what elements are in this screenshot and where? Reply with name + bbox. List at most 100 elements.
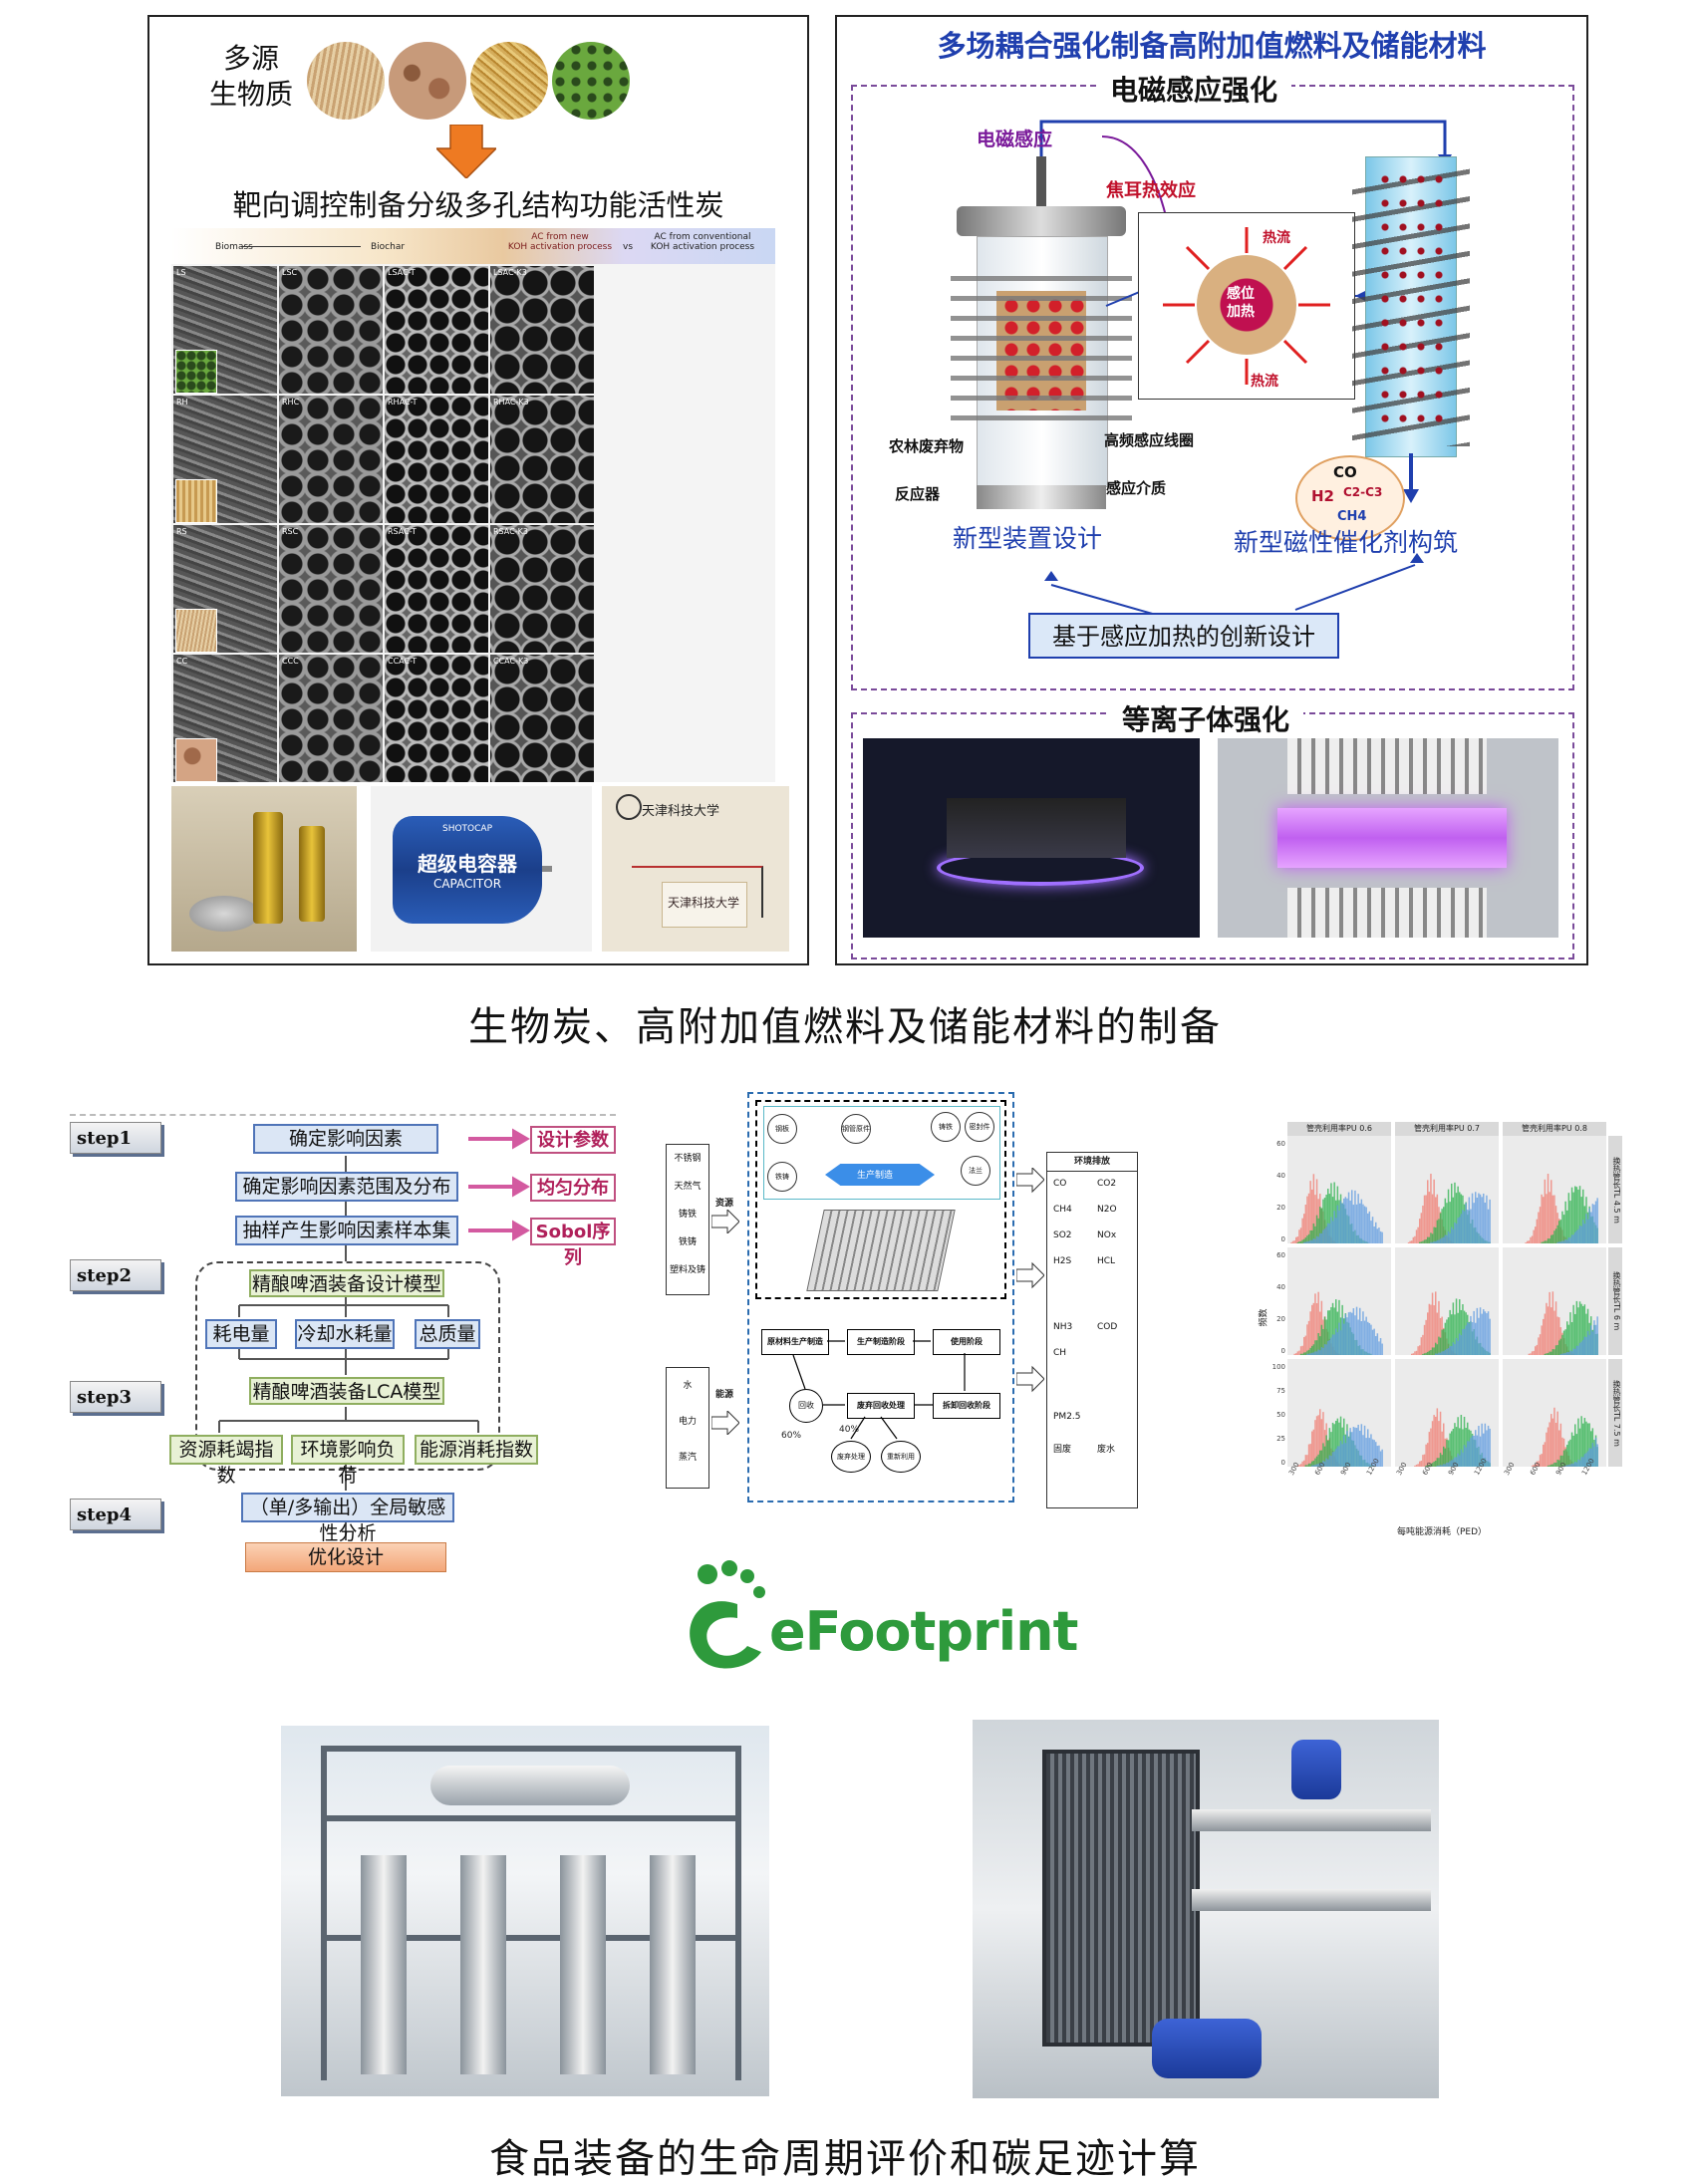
node-disposal: 废弃处理 bbox=[831, 1441, 871, 1473]
hist-bar bbox=[1307, 1193, 1310, 1243]
biomass-photo-1 bbox=[307, 42, 385, 120]
hist-xlabel: 每吨能源消耗（PED） bbox=[1397, 1527, 1488, 1537]
hist-bar bbox=[1327, 1459, 1329, 1467]
hist-panel bbox=[1395, 1247, 1499, 1355]
hist-bar bbox=[1311, 1431, 1313, 1467]
hist-bar bbox=[1538, 1461, 1540, 1467]
hist-bar bbox=[1544, 1353, 1547, 1355]
hist-bar bbox=[1582, 1189, 1584, 1243]
hist-bar bbox=[1319, 1450, 1321, 1467]
hist-bar bbox=[1371, 1439, 1374, 1467]
sem-image-label: LSC bbox=[282, 268, 298, 277]
emission-item: HCL bbox=[1097, 1256, 1116, 1266]
hist-bar bbox=[1367, 1213, 1369, 1243]
catalyst-design-label: 新型磁性催化剂构筑 bbox=[1234, 528, 1459, 557]
hist-bar bbox=[1327, 1189, 1329, 1243]
hist-bar bbox=[1553, 1310, 1555, 1355]
hist-bar bbox=[1430, 1428, 1432, 1467]
battery-1 bbox=[253, 812, 283, 924]
hist-bar bbox=[1449, 1309, 1451, 1355]
hist-bar bbox=[1574, 1462, 1576, 1467]
hist-bar bbox=[1355, 1204, 1358, 1243]
hist-bar bbox=[1306, 1235, 1308, 1243]
hist-bar bbox=[1449, 1461, 1451, 1467]
hist-bar bbox=[1539, 1455, 1542, 1467]
hist-bar bbox=[1433, 1461, 1435, 1467]
hist-bar bbox=[1591, 1204, 1594, 1243]
hist-bar bbox=[1419, 1345, 1421, 1355]
capacitor-terminal bbox=[542, 866, 552, 872]
hist-bar bbox=[1357, 1424, 1359, 1467]
hist-bar bbox=[1476, 1198, 1479, 1243]
hist-bar bbox=[1439, 1317, 1442, 1355]
production-label: 生产制造 bbox=[857, 1171, 894, 1181]
hist-bar bbox=[1333, 1211, 1335, 1243]
hist-bar bbox=[1596, 1198, 1598, 1243]
hist-bar bbox=[1315, 1351, 1318, 1355]
hist-bar bbox=[1425, 1465, 1427, 1467]
hist-bar bbox=[1536, 1461, 1539, 1467]
hist-bar bbox=[1306, 1350, 1308, 1355]
hist-bar bbox=[1438, 1352, 1440, 1355]
metric-cooling: 冷却水耗量 bbox=[295, 1319, 395, 1349]
hist-bar bbox=[1317, 1291, 1319, 1355]
hist-bar bbox=[1489, 1199, 1491, 1243]
sem-image: LSAC-T bbox=[385, 266, 488, 394]
hist-bar bbox=[1327, 1223, 1329, 1243]
hist-bar bbox=[1415, 1350, 1418, 1355]
component-circle: 钢管原件 bbox=[841, 1114, 871, 1144]
hist-bar bbox=[1566, 1321, 1568, 1355]
hist-bar bbox=[1457, 1312, 1459, 1355]
hist-bar bbox=[1435, 1461, 1437, 1467]
hist-bar bbox=[1423, 1324, 1426, 1355]
hist-ytick: 0 bbox=[1280, 1459, 1285, 1467]
hist-bar bbox=[1556, 1241, 1558, 1243]
hist-bar bbox=[1415, 1229, 1418, 1243]
hist-bar bbox=[1556, 1411, 1558, 1467]
hist-bar bbox=[1425, 1352, 1427, 1355]
hist-bar bbox=[1441, 1237, 1443, 1243]
hist-bar bbox=[1541, 1325, 1543, 1355]
energy-input-item: 电力 bbox=[678, 1417, 697, 1427]
emission-item: CH bbox=[1053, 1348, 1067, 1358]
hist-bar bbox=[1439, 1238, 1442, 1243]
hist-bar bbox=[1473, 1436, 1475, 1467]
hist-bar bbox=[1590, 1325, 1592, 1355]
step1-button: step1 bbox=[70, 1122, 161, 1154]
hist-bar bbox=[1291, 1240, 1294, 1243]
hist-bar bbox=[1451, 1314, 1453, 1355]
hist-bar bbox=[1566, 1445, 1568, 1467]
catalyst-column bbox=[1352, 156, 1470, 457]
hist-bar bbox=[1299, 1464, 1302, 1467]
hist-bar bbox=[1554, 1462, 1557, 1467]
hist-bar bbox=[1293, 1240, 1295, 1243]
hist-bar bbox=[1457, 1186, 1459, 1243]
resource-input-item: 不锈钢 bbox=[674, 1154, 702, 1164]
hist-bar bbox=[1441, 1465, 1443, 1467]
reactor-device bbox=[951, 156, 1132, 515]
sensitivity-box: （单/多输出）全局敏感性分析 bbox=[241, 1493, 454, 1544]
hist-bar bbox=[1319, 1207, 1321, 1243]
component-circle: 铁铸 bbox=[767, 1162, 797, 1192]
hist-bar bbox=[1439, 1213, 1442, 1243]
caption-bottom: 食品装备的生命周期评价和碳足迹计算 bbox=[489, 2136, 1201, 2182]
hist-bar bbox=[1435, 1197, 1437, 1243]
hist-bar bbox=[1546, 1353, 1548, 1355]
biomass-label: 多源 生物质 bbox=[209, 42, 294, 111]
hist-bar bbox=[1582, 1305, 1584, 1355]
hist-bar bbox=[1475, 1192, 1477, 1243]
hist-bar bbox=[1435, 1240, 1437, 1243]
hist-bar bbox=[1543, 1197, 1545, 1243]
flow-disassembly: 拆卸回收阶段 bbox=[933, 1393, 1000, 1419]
hist-bar bbox=[1559, 1220, 1562, 1243]
emission-item: 废水 bbox=[1097, 1445, 1116, 1455]
hist-bar bbox=[1446, 1439, 1448, 1467]
hist-bar bbox=[1567, 1441, 1570, 1467]
hist-bar bbox=[1550, 1351, 1552, 1355]
hist-bar bbox=[1347, 1192, 1350, 1243]
component-circle: 法兰 bbox=[961, 1156, 990, 1186]
model-group bbox=[195, 1261, 500, 1471]
hist-bar bbox=[1428, 1432, 1431, 1467]
hist-bar bbox=[1420, 1213, 1423, 1243]
metric-power: 耗电量 bbox=[205, 1319, 277, 1349]
